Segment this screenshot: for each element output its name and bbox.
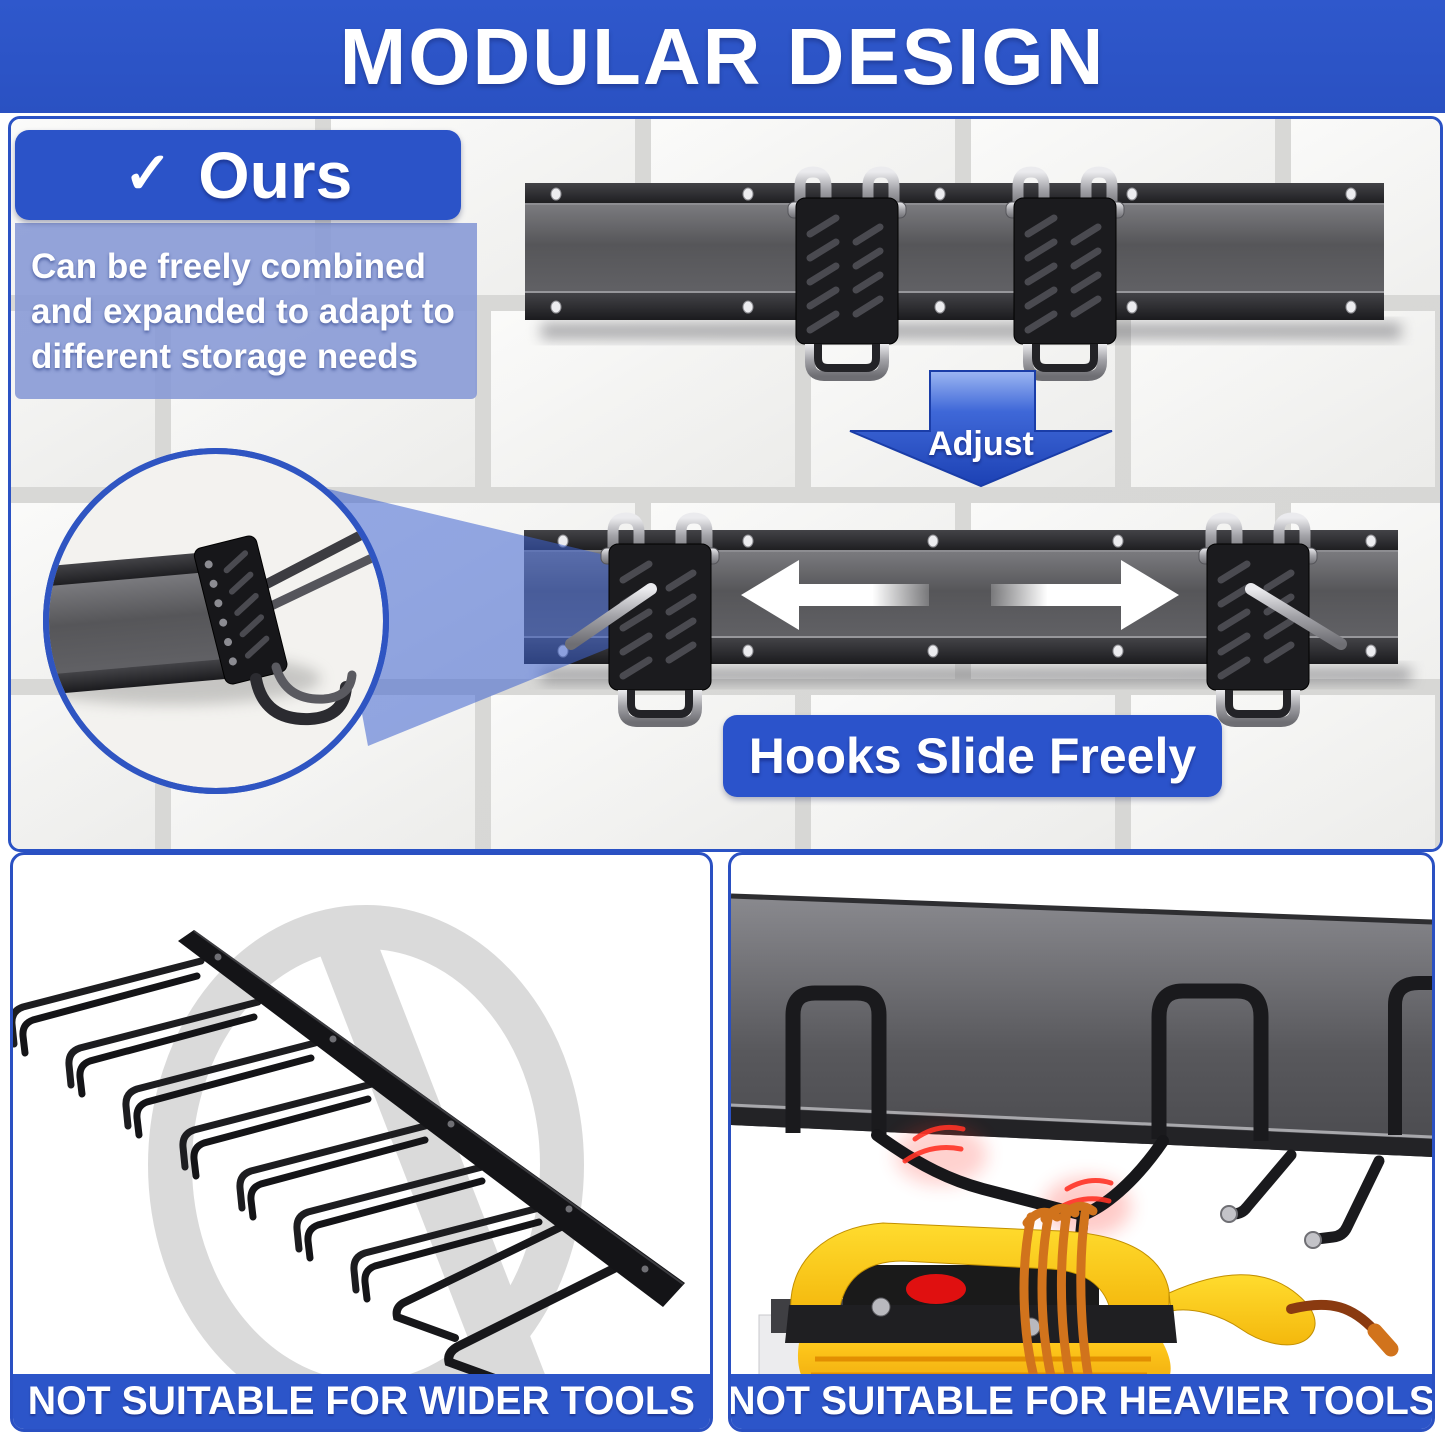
description-line: Can be freely combined: [31, 246, 426, 286]
adjust-label: Adjust: [928, 425, 1034, 463]
description-line: and expanded to adapt to: [31, 291, 455, 331]
wall-diagram-section: ✓ Ours Can be freely combined and expand…: [8, 116, 1443, 852]
slide-freely-badge: Hooks Slide Freely: [723, 715, 1222, 797]
check-icon: ✓: [123, 141, 173, 206]
slide-freely-label: Hooks Slide Freely: [748, 728, 1197, 784]
banner: MODULAR DESIGN: [0, 0, 1445, 113]
adjust-arrow-icon: [849, 370, 1113, 488]
caption-text: NOT SUITABLE FOR HEAVIER TOOLS: [728, 1379, 1435, 1423]
ours-description: Can be freely combined and expanded to a…: [15, 223, 477, 399]
caption-wider-tools: NOT SUITABLE FOR WIDER TOOLS: [13, 1374, 710, 1429]
rail-diagram-artwork: [11, 119, 1440, 849]
hook-closeup: [193, 504, 383, 726]
sheet-rail: [731, 893, 1432, 1157]
heavy-tool-illustration: [731, 893, 1432, 1409]
cord-loops: [1019, 1201, 1098, 1406]
zoom-beam: [320, 487, 651, 746]
slide-arrows: [741, 560, 1179, 630]
stress-marks: [902, 1124, 1114, 1212]
wire-rack-illustration: [13, 905, 685, 1425]
hanging-hooks: [785, 976, 1432, 1249]
comparison-panel-heavier: NOT SUITABLE FOR HEAVIER TOOLS: [728, 852, 1435, 1432]
zoom-circle-inset: [43, 448, 389, 794]
caption-text: NOT SUITABLE FOR WIDER TOOLS: [27, 1379, 696, 1423]
wire-rack: [13, 930, 685, 1388]
ours-badge: ✓ Ours: [15, 130, 461, 220]
description-line: different storage needs: [31, 336, 419, 376]
banner-title: MODULAR DESIGN: [339, 11, 1106, 101]
slide-arrow-left-icon: [741, 560, 929, 630]
screws: [550, 187, 1357, 314]
comparison-panel-wider: NOT SUITABLE FOR WIDER TOOLS: [10, 852, 713, 1432]
hook-modules-bottom: [565, 518, 1347, 722]
slide-arrow-right-icon: [991, 560, 1179, 630]
wall-rail-top: [525, 172, 1384, 376]
ours-label: Ours: [198, 138, 353, 212]
caption-heavier-tools: NOT SUITABLE FOR HEAVIER TOOLS: [731, 1374, 1432, 1429]
